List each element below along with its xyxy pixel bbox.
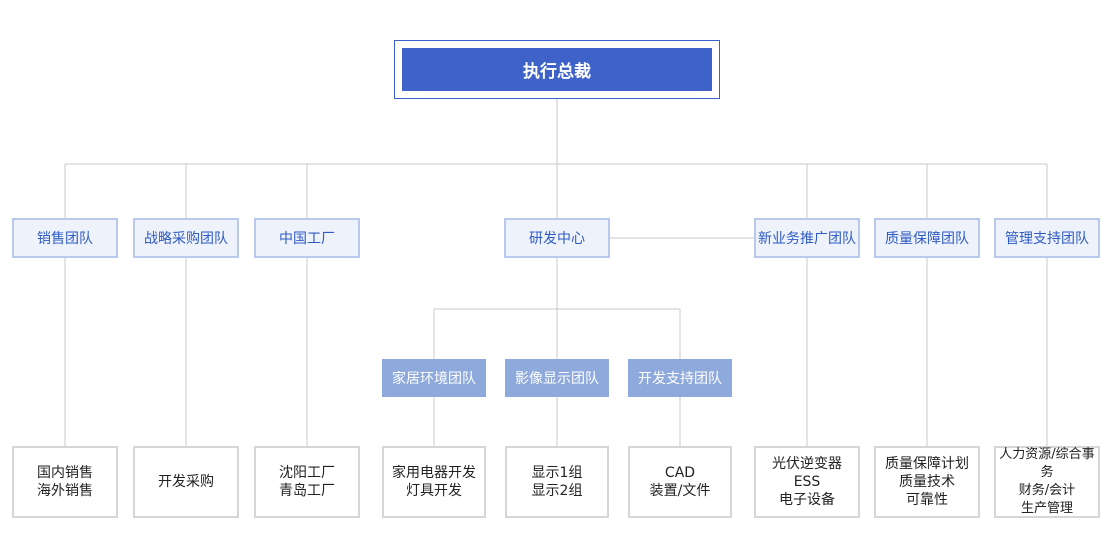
leaf-line: 质量保障计划: [885, 456, 969, 472]
dept-strategic-sourcing: 战略采购团队: [133, 218, 239, 258]
leaf-line: 显示2组: [531, 483, 583, 499]
team-imaging-display: 影像显示团队: [505, 359, 609, 397]
leaf-line: 生产管理: [1020, 501, 1073, 516]
team-home-environment: 家居环境团队: [382, 359, 486, 397]
leaf-line: 青岛工厂: [279, 483, 335, 499]
leaf-home-environment: 家用电器开发 灯具开发: [382, 446, 486, 518]
leaf-line: 沈阳工厂: [279, 465, 335, 481]
leaf-line: 质量技术: [899, 474, 955, 490]
leaf-line: 电子设备: [779, 492, 835, 508]
leaf-line: 家用电器开发: [392, 465, 476, 481]
dept-new-business: 新业务推广团队: [754, 218, 860, 258]
leaf-line: 灯具开发: [406, 483, 462, 499]
leaf-line: 可靠性: [906, 492, 948, 508]
leaf-line: 人力资源/综合事务: [999, 447, 1095, 480]
dept-quality-assurance: 质量保障团队: [874, 218, 980, 258]
leaf-management-support: 人力资源/综合事务 财务/会计 生产管理: [994, 446, 1100, 518]
leaf-line: 开发采购: [158, 474, 214, 490]
leaf-line: CAD: [664, 465, 696, 481]
leaf-line: 海外销售: [37, 483, 93, 499]
leaf-quality: 质量保障计划 质量技术 可靠性: [874, 446, 980, 518]
ceo-label: 执行总裁: [402, 48, 712, 91]
leaf-line: 国内销售: [37, 465, 93, 481]
dept-sales: 销售团队: [12, 218, 118, 258]
leaf-line: 显示1组: [531, 465, 583, 481]
leaf-factory: 沈阳工厂 青岛工厂: [254, 446, 360, 518]
ceo-node: 执行总裁: [394, 40, 720, 99]
leaf-line: 光伏逆变器: [772, 456, 842, 472]
leaf-sales: 国内销售 海外销售: [12, 446, 118, 518]
dept-china-factory: 中国工厂: [254, 218, 360, 258]
dept-management-support: 管理支持团队: [994, 218, 1100, 258]
leaf-dev-support: CAD 装置/文件: [628, 446, 732, 518]
leaf-line: 财务/会计: [1018, 483, 1076, 498]
leaf-line: ESS: [793, 474, 821, 490]
dept-rd-center: 研发中心: [504, 218, 610, 258]
leaf-sourcing: 开发采购: [133, 446, 239, 518]
team-dev-support: 开发支持团队: [628, 359, 732, 397]
leaf-new-business: 光伏逆变器 ESS 电子设备: [754, 446, 860, 518]
leaf-imaging-display: 显示1组 显示2组: [505, 446, 609, 518]
leaf-line: 装置/文件: [649, 483, 711, 499]
